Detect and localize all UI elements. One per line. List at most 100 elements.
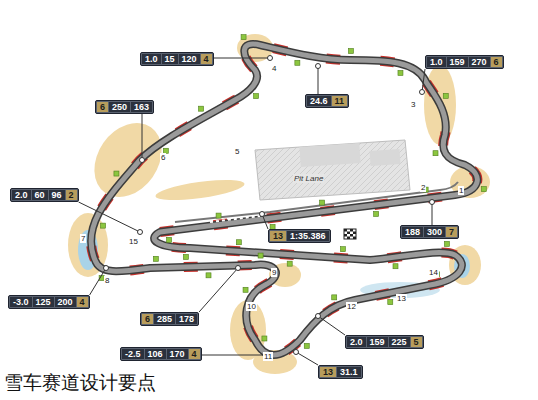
gear-number: 11	[332, 96, 348, 106]
turn-number: 15	[128, 237, 139, 246]
gear-number: 6	[97, 102, 108, 112]
corner-value: 15	[162, 54, 178, 64]
corner-value: 300	[424, 227, 445, 237]
runoff-areas	[68, 34, 490, 374]
marshal-post	[332, 295, 337, 300]
corner-value: 106	[145, 349, 166, 359]
marshal-post	[295, 60, 300, 65]
leader-dot	[104, 266, 109, 271]
gear-number: 13	[270, 231, 286, 241]
marshal-post	[199, 106, 204, 111]
turn-number: 10	[246, 302, 257, 311]
corner-info-box: 1331.1	[318, 365, 363, 379]
marshal-post	[262, 336, 267, 341]
leader-dot	[140, 158, 145, 163]
leader-line	[432, 202, 433, 225]
leader-line	[318, 316, 345, 335]
corner-value: 270	[469, 57, 490, 67]
marshal-post	[167, 237, 172, 242]
marshal-post	[153, 256, 158, 261]
corner-value: 225	[389, 337, 410, 347]
leader-dot	[430, 200, 435, 205]
corner-value: 188	[402, 227, 423, 237]
turn-number: 8	[104, 276, 110, 285]
corner-value: -2.5	[122, 349, 144, 359]
marshal-post	[114, 171, 119, 176]
leader-line	[296, 352, 318, 365]
corner-info-box: -2.51061704	[120, 347, 202, 361]
corner-value: 96	[49, 190, 65, 200]
corner-value: 60	[32, 190, 48, 200]
marshal-post	[481, 187, 486, 192]
corner-value: 250	[109, 102, 130, 112]
leader-line	[422, 69, 425, 92]
leader-dot	[268, 56, 273, 61]
marshal-post	[388, 300, 393, 305]
corner-value: 1.0	[427, 57, 446, 67]
corner-info-box: 1.0151204	[140, 52, 214, 66]
corner-value: 120	[179, 54, 200, 64]
corner-value: 163	[131, 102, 152, 112]
leader-line	[142, 114, 143, 160]
leader-dot	[420, 90, 425, 95]
gear-number: 4	[77, 297, 88, 307]
turn-number: 1	[458, 186, 464, 195]
marshal-post	[433, 151, 438, 156]
pit-buildings	[255, 140, 410, 200]
turn-number: 9	[271, 268, 277, 277]
marshal-post	[348, 49, 353, 54]
gear-number: 4	[189, 349, 200, 359]
marshal-post	[287, 261, 292, 266]
marshal-post	[258, 253, 263, 258]
gear-number: 7	[446, 227, 457, 237]
gear-number: 6	[491, 57, 502, 67]
checkered-flag	[344, 229, 356, 239]
gear-number: 13	[320, 367, 336, 377]
corner-info-box: 1.01592706	[425, 55, 504, 69]
leader-dot	[260, 212, 265, 217]
marshal-post	[304, 343, 309, 348]
marshal-post	[398, 70, 403, 75]
leader-line	[214, 58, 270, 59]
turn-number: 5	[234, 147, 240, 156]
corner-value: 125	[33, 297, 54, 307]
marshal-post	[374, 211, 379, 216]
kerb	[91, 44, 477, 355]
turn-number: 11	[263, 352, 273, 361]
marshal-post	[183, 254, 188, 259]
corner-info-box: 1883007	[400, 225, 459, 239]
marshal-post	[320, 200, 325, 205]
corner-info-box: 2.060962	[10, 188, 79, 202]
marshal-post	[340, 247, 345, 252]
corner-value: 159	[447, 57, 468, 67]
marshal-post	[243, 287, 248, 292]
turn-number: 2	[420, 183, 426, 192]
gear-number: 6	[142, 314, 153, 324]
track-surface	[91, 44, 477, 355]
corner-value: 200	[55, 297, 76, 307]
leader-dot	[138, 230, 143, 235]
leader-line	[199, 268, 238, 312]
leader-dot	[316, 314, 321, 319]
marshal-post	[254, 94, 259, 99]
leader-dot	[316, 64, 321, 69]
turn-number: 3	[410, 100, 416, 109]
corner-value: 1.0	[142, 54, 161, 64]
corner-info-box: 131:35.386	[268, 229, 331, 243]
marshal-post	[101, 223, 106, 228]
gear-number: 4	[201, 54, 212, 64]
corner-value: 24.6	[307, 96, 331, 106]
caption: 雪车赛道设计要点	[2, 370, 158, 394]
turn-number: 12	[346, 302, 357, 311]
turn-number: 7	[80, 234, 86, 243]
pit-lane	[175, 182, 458, 222]
corner-value: 285	[154, 314, 175, 324]
corner-value: 1:35.386	[287, 231, 329, 241]
corner-value: 159	[367, 337, 388, 347]
corner-info-box: 6250163	[95, 100, 154, 114]
corner-value: -3.0	[10, 297, 32, 307]
turn-number: 6	[160, 153, 166, 162]
corner-info-box: 24.611	[305, 94, 349, 108]
marshal-post	[241, 35, 246, 40]
corner-value: 2.0	[12, 190, 31, 200]
